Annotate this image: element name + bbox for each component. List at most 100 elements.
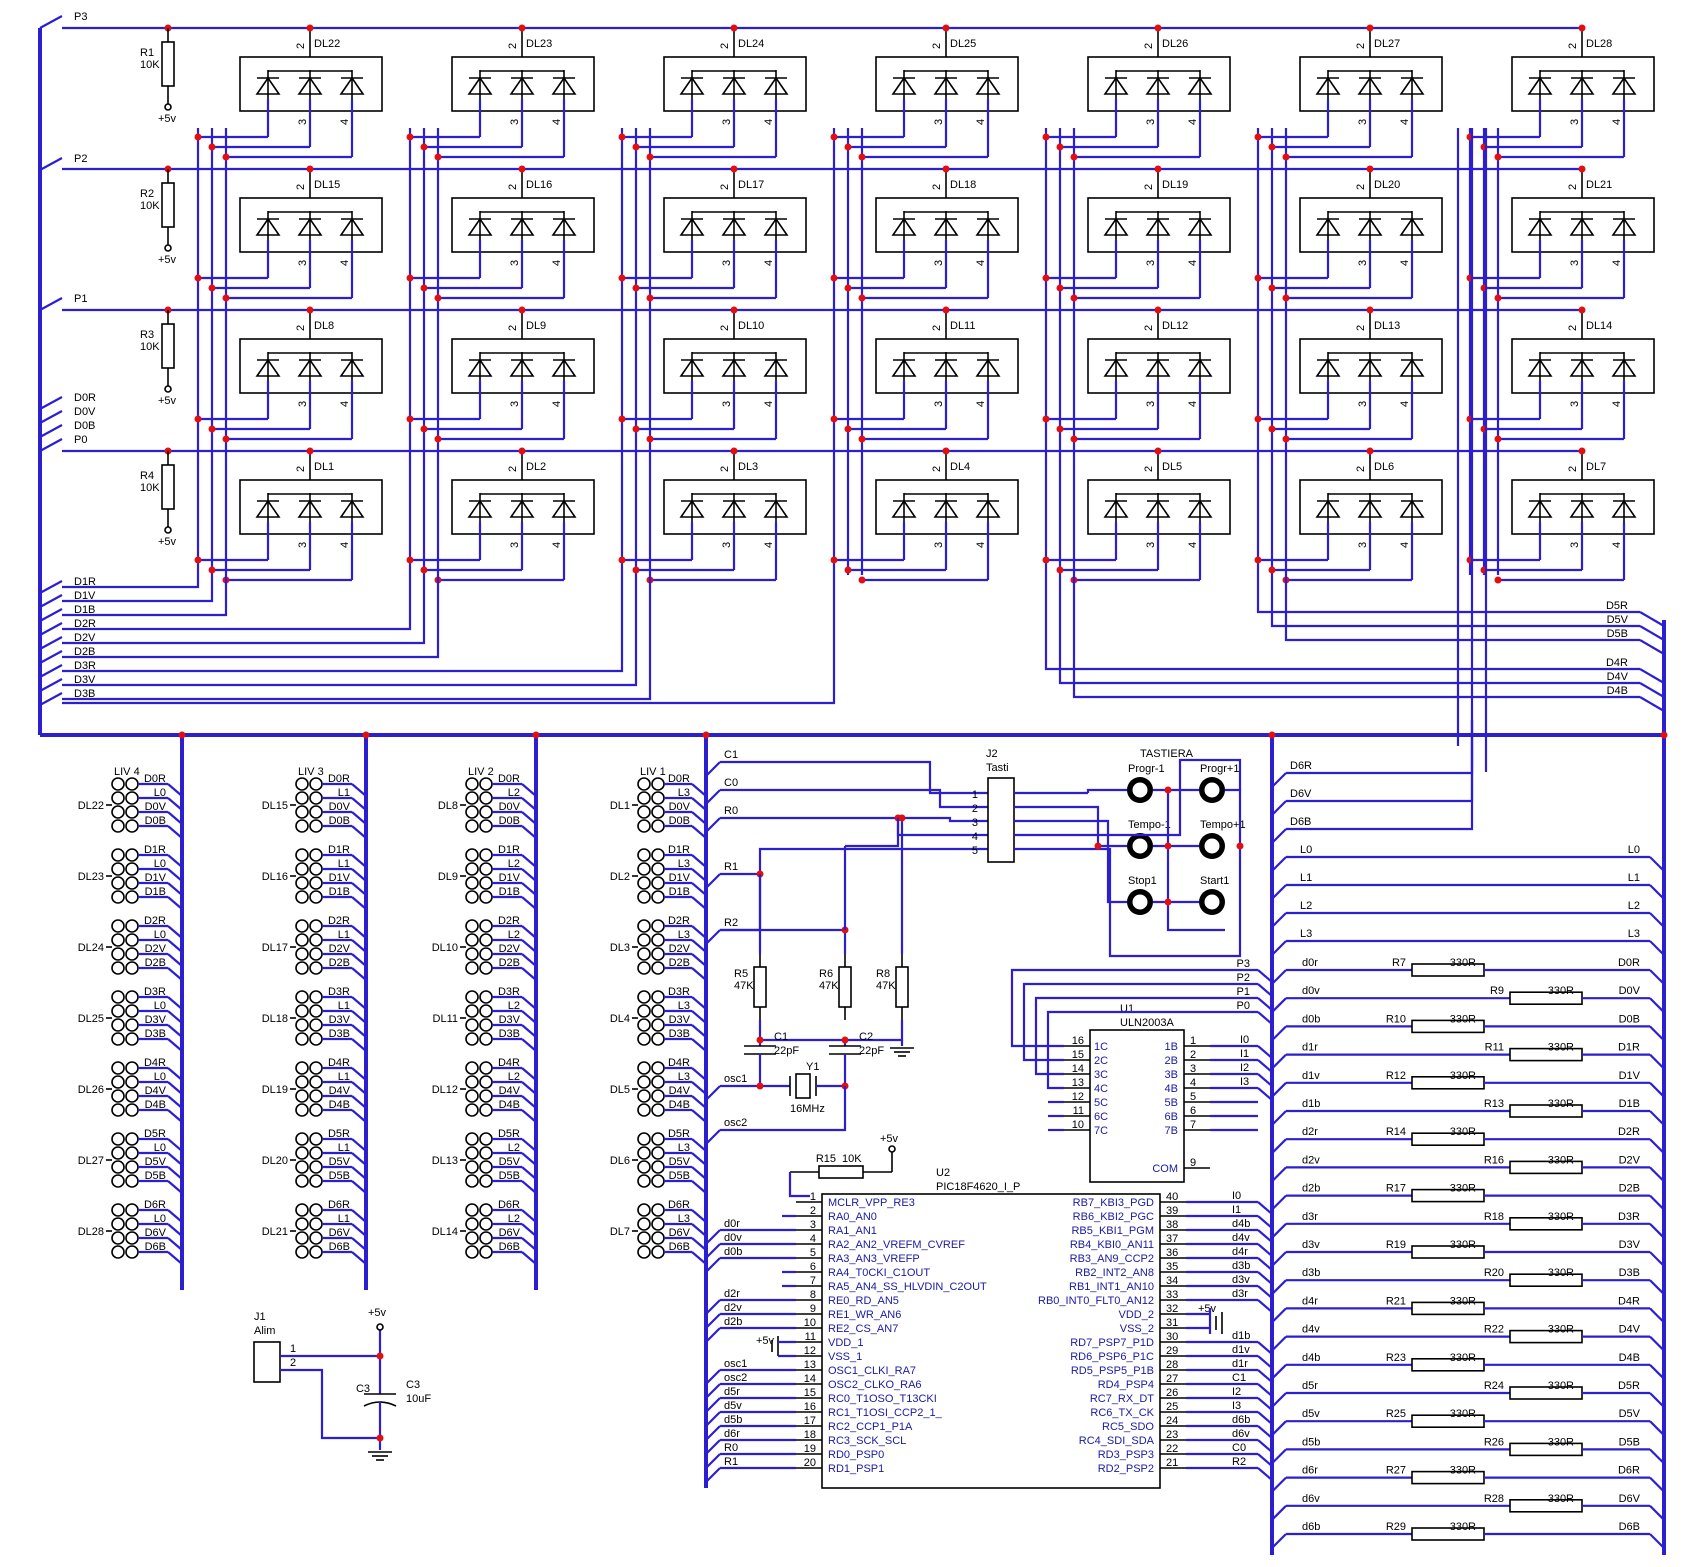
pic-pin-name: RA1_AN1 [828, 1225, 877, 1237]
pic-net-label: d3r [1232, 1288, 1248, 1300]
bus-entry [167, 1024, 183, 1038]
junction-dot [420, 425, 428, 433]
right-out-label: L1 [1628, 872, 1640, 884]
diode-symbol [721, 211, 747, 241]
led-pin-number: 4 [1399, 401, 1411, 407]
connector-net-label: D1R [498, 844, 520, 856]
junction-dot [830, 556, 838, 564]
connector-pin [309, 1245, 323, 1259]
series-in-label: d5r [1302, 1380, 1318, 1392]
bus-entry [521, 896, 537, 910]
connector-pin [309, 1075, 323, 1089]
connector-net-label: L1 [338, 1071, 350, 1083]
bus-entry [1649, 1166, 1665, 1183]
uln-part: ULN2003A [1120, 1017, 1174, 1029]
series-value: 330R [1548, 1154, 1574, 1166]
connector-pin [295, 1004, 309, 1018]
bus-entry [1257, 1087, 1273, 1101]
junction-dot [306, 24, 314, 32]
junction-dot [844, 143, 852, 151]
pic-part: PIC18F4620_I_P [936, 1181, 1020, 1193]
pic-net-label: R1 [724, 1456, 738, 1468]
keypad-title: TASTIERA [1140, 748, 1194, 760]
diode-symbol [1103, 352, 1129, 382]
bus-entry [167, 939, 183, 953]
bus-entry [351, 1251, 367, 1265]
connector-pin [651, 1004, 665, 1018]
led-pin-number: 2 [295, 184, 307, 190]
bus-entry [39, 438, 63, 452]
connector-pin [651, 1160, 665, 1174]
pullup-supply: +5v [158, 113, 177, 125]
connector-pin [479, 777, 493, 791]
connector-pin [637, 848, 651, 862]
bus-entry [1649, 884, 1665, 900]
ground-symbol [368, 1451, 392, 1461]
connector-net-label: L3 [678, 787, 690, 799]
diode-symbol [255, 211, 281, 241]
bus-entry [39, 664, 63, 678]
connector-pin [111, 1061, 125, 1075]
keypad-wire [1088, 758, 1225, 837]
pic-pin-number: 32 [1166, 1303, 1178, 1315]
connector-pin [125, 1245, 139, 1259]
series-ref: R14 [1386, 1126, 1406, 1138]
bus-entry [705, 1299, 721, 1315]
bus-entry [351, 854, 367, 868]
bus-entry [1649, 1307, 1665, 1324]
connector-pin [651, 862, 665, 876]
bus-entry [1649, 1392, 1665, 1408]
net-wire [720, 760, 988, 795]
led-pin-number: 2 [507, 184, 519, 190]
resistor-body [818, 1165, 864, 1179]
led-pin-number: 2 [1143, 184, 1155, 190]
connector-pin [651, 1075, 665, 1089]
pic-pin-name: RD1_PSP1 [828, 1463, 884, 1475]
pic-pin-name: RD7_PSP7_P1D [1070, 1337, 1154, 1349]
pic-net-label: I1 [1232, 1204, 1241, 1216]
series-ref: R27 [1386, 1465, 1406, 1477]
junction-dot [406, 556, 414, 564]
connector-net-label: L1 [338, 929, 350, 941]
junction-dot [1042, 274, 1050, 282]
uln-pin-number: 12 [1072, 1091, 1084, 1103]
series-value: 330R [1548, 985, 1574, 997]
connector-pin [111, 1160, 125, 1174]
connector-pin [125, 1174, 139, 1188]
bus-entry [1257, 1299, 1273, 1313]
mid-net-label: osc2 [724, 1117, 747, 1129]
bus-entry [1639, 639, 1665, 655]
bus-entry [521, 1237, 537, 1251]
connector-pin [465, 1075, 479, 1089]
connector-pin [479, 1103, 493, 1117]
bus-entry [1257, 1257, 1273, 1271]
bus-entry [1649, 940, 1665, 956]
bus-entry [1649, 1533, 1665, 1549]
connector-pin [125, 862, 139, 876]
connector-pin [111, 1217, 125, 1231]
led-pin-number: 2 [1567, 43, 1579, 49]
junction-dot [420, 566, 428, 574]
connector-net-label: D2V [329, 943, 351, 955]
series-value: 330R [1450, 957, 1476, 969]
bus-entry [705, 1313, 721, 1329]
resistor-body [838, 966, 852, 1008]
connector-pin [465, 1217, 479, 1231]
junction-dot [646, 435, 654, 443]
pic-pin-name: OSC1_CLKI_RA7 [828, 1365, 916, 1377]
connector-pin [465, 1146, 479, 1160]
led-ref: DL9 [526, 320, 546, 332]
connector-pin [295, 1089, 309, 1103]
series-out-label: D6V [1619, 1493, 1641, 1505]
junction-dot [1578, 306, 1586, 314]
bus-entry [1649, 997, 1665, 1013]
led-pin-number: 4 [1399, 542, 1411, 548]
connector-pin [637, 1075, 651, 1089]
r15-ref: R15 [816, 1153, 836, 1165]
supply-terminal [888, 1145, 896, 1153]
junction-dot [730, 165, 738, 173]
series-out-label: D4R [1618, 1295, 1640, 1307]
pic-net-label: d5b [724, 1414, 742, 1426]
junction-dot [222, 435, 230, 443]
